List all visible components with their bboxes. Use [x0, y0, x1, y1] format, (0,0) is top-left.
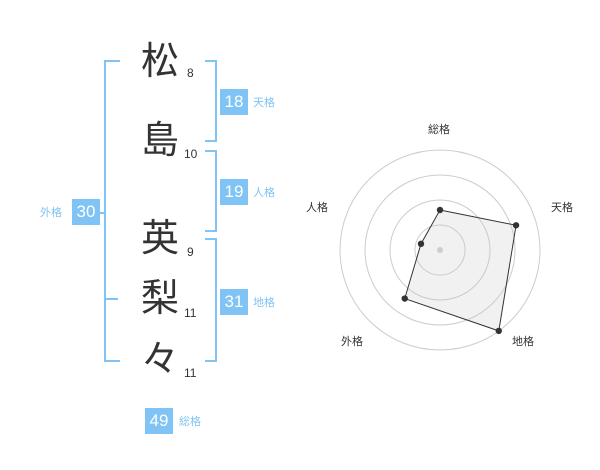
radar-axis-label-jinkaku: 人格 [306, 201, 328, 214]
radar-ring-1 [414, 224, 466, 276]
radar-point-1 [512, 222, 520, 229]
name-char-4: 梨 [141, 276, 180, 320]
radar-point-4 [417, 240, 425, 248]
radar-point-0 [436, 206, 444, 214]
radar-ring-4 [339, 149, 541, 351]
name-char-1: 松 [141, 39, 180, 83]
radar-point-3 [401, 295, 408, 302]
radar-axis-label-tenkaku: 天格 [551, 201, 573, 214]
stroke-count-1: 8 [187, 66, 194, 80]
name-char-3: 英 [141, 216, 180, 260]
stroke-count-5: 11 [184, 366, 197, 380]
stroke-count-4: 11 [184, 306, 197, 320]
radar-axis-label-soukaku: 総格 [428, 123, 450, 136]
gaikaku-value: 30 [72, 199, 100, 225]
radar-series-area [404, 209, 517, 332]
chikaku-label: 地格 [253, 296, 275, 309]
radar-ring-2 [389, 199, 491, 301]
gaikaku-bracket [104, 60, 120, 362]
stroke-count-2: 10 [184, 147, 198, 161]
gaikaku-bracket-notch [104, 298, 118, 300]
radar-center-point [437, 247, 443, 253]
jinkaku-bracket [205, 150, 217, 232]
name-char-5: 々 [141, 337, 180, 381]
chikaku-bracket [205, 238, 217, 362]
tenkaku-bracket [205, 60, 217, 142]
gaikaku-label: 外格 [40, 206, 62, 219]
radar-ring-3 [364, 174, 516, 326]
radar-point-2 [495, 327, 502, 335]
tenkaku-value: 18 [220, 89, 248, 115]
chikaku-value: 31 [220, 289, 248, 315]
radar-axis-label-gaikaku: 外格 [341, 335, 363, 348]
jinkaku-label: 人格 [253, 186, 275, 199]
tenkaku-label: 天格 [253, 96, 275, 109]
soukaku-label: 総格 [179, 415, 201, 428]
soukaku-value: 49 [145, 408, 173, 434]
name-char-2: 島 [141, 118, 180, 162]
stroke-count-3: 9 [187, 245, 194, 259]
jinkaku-value: 19 [220, 179, 248, 205]
radar-axis-label-chikaku: 地格 [512, 335, 534, 348]
